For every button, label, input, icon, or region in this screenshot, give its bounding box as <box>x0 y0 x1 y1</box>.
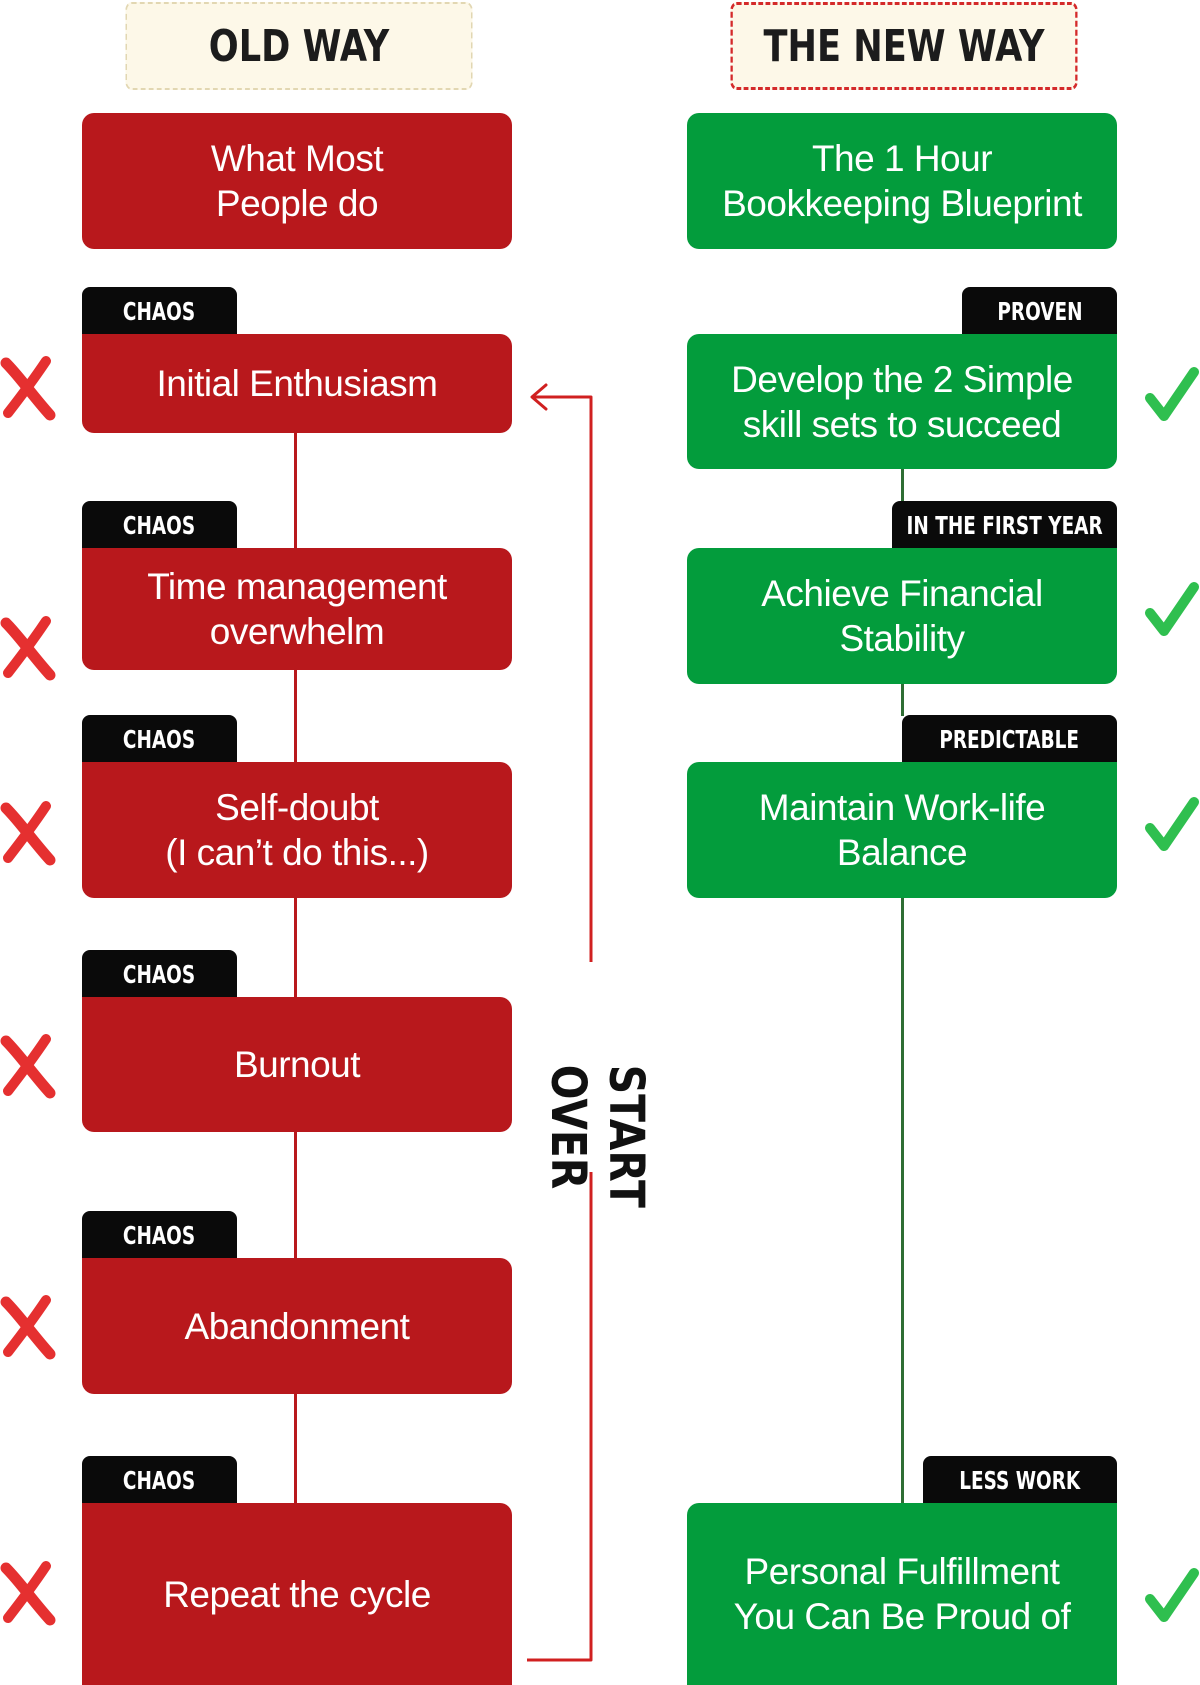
new-way-header-text: THE NEW WAY <box>763 20 1045 72</box>
new-way-intro-box: The 1 Hour Bookkeeping Blueprint <box>687 113 1117 249</box>
new-connector-1 <box>901 469 904 501</box>
new-step-3-tag: PREDICTABLE <box>902 715 1117 763</box>
new-step-3-box: Maintain Work-life Balance <box>687 762 1117 898</box>
new-step-4-box: Personal Fulfillment You Can Be Proud of <box>687 1503 1117 1685</box>
check-icon <box>1145 367 1199 421</box>
old-connector-3 <box>294 898 297 998</box>
old-step-2-tag: CHAOS <box>82 501 237 549</box>
new-step-2-box: Achieve Financial Stability <box>687 548 1117 684</box>
cross-icon <box>0 1295 56 1360</box>
new-step-4-tag: LESS WORK <box>923 1456 1117 1504</box>
cross-icon <box>0 1561 56 1626</box>
old-way-intro-box: What Most People do <box>82 113 512 249</box>
cross-icon <box>0 1034 56 1099</box>
old-connector-1 <box>294 433 297 549</box>
old-connector-4 <box>294 1132 297 1258</box>
start-over-label: START OVER <box>535 1055 655 1208</box>
new-step-1-box: Develop the 2 Simple skill sets to succe… <box>687 334 1117 469</box>
cross-icon <box>0 801 56 866</box>
old-step-2-box: Time management overwhelm <box>82 548 512 670</box>
new-step-2-tag: IN THE FIRST YEAR <box>892 501 1117 549</box>
new-connector-3 <box>901 898 904 1504</box>
old-way-header-text: OLD WAY <box>208 20 390 72</box>
old-step-4-box: Burnout <box>82 997 512 1132</box>
old-step-6-box: Repeat the cycle <box>82 1503 512 1685</box>
start-over-line-2: OVER <box>540 1064 596 1190</box>
old-step-5-box: Abandonment <box>82 1258 512 1394</box>
old-step-6-tag: CHAOS <box>82 1456 237 1504</box>
old-step-4-tag: CHAOS <box>82 950 237 998</box>
old-step-3-box: Self-doubt (I can’t do this...) <box>82 762 512 898</box>
start-over-line-1: START <box>598 1064 654 1208</box>
check-icon <box>1145 1568 1199 1622</box>
old-connector-5 <box>294 1394 297 1504</box>
check-icon <box>1145 797 1199 851</box>
new-step-1-tag: PROVEN <box>962 287 1117 335</box>
new-way-header: THE NEW WAY <box>730 2 1078 90</box>
cross-icon <box>0 356 56 421</box>
old-step-1-tag: CHAOS <box>82 287 237 335</box>
new-connector-2 <box>901 684 904 716</box>
old-connector-2 <box>294 670 297 763</box>
check-icon <box>1145 582 1199 636</box>
old-step-5-tag: CHAOS <box>82 1211 237 1259</box>
old-step-3-tag: CHAOS <box>82 715 237 763</box>
old-step-1-box: Initial Enthusiasm <box>82 334 512 433</box>
cross-icon <box>0 616 56 681</box>
old-way-header: OLD WAY <box>125 2 473 90</box>
